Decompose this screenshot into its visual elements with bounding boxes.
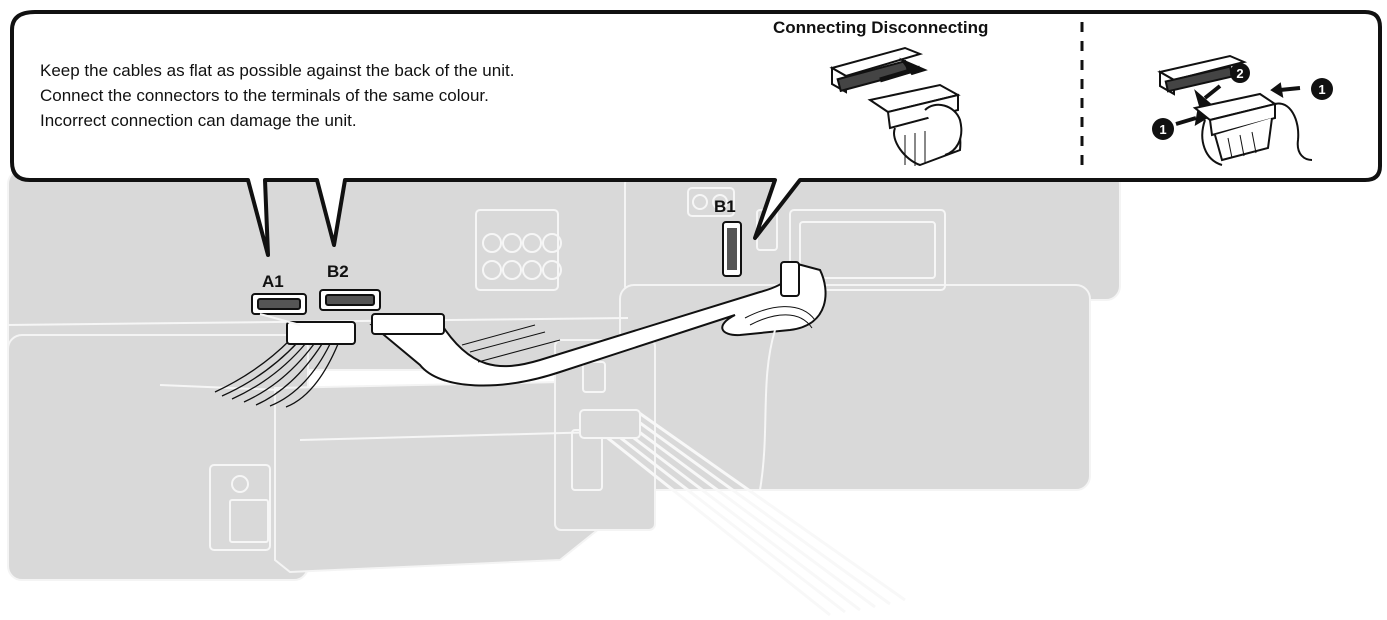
callout-bubble xyxy=(10,10,1382,257)
step-marker-1-right xyxy=(1311,78,1333,100)
connecting-disconnecting-heading: Connecting Disconnecting xyxy=(773,18,989,37)
label-a1: A1 xyxy=(262,272,284,291)
instruction-line-3: Incorrect connection can damage the unit… xyxy=(40,111,357,130)
upper-right-unit xyxy=(624,169,1121,301)
a1-plug xyxy=(286,321,356,345)
label-b1: B1 xyxy=(714,197,736,216)
a1-loose-wires xyxy=(214,339,339,408)
step-marker-2-text: 2 xyxy=(1236,66,1243,81)
instruction-line-2: Connect the connectors to the terminals … xyxy=(40,86,489,105)
stereo-unit-illustration xyxy=(7,169,1121,581)
instruction-line-1: Keep the cables as flat as possible agai… xyxy=(40,61,515,80)
step-marker-2 xyxy=(1230,63,1250,83)
connecting-sketch xyxy=(829,46,963,167)
step-marker-1-right-text: 1 xyxy=(1318,82,1325,97)
lower-left-unit xyxy=(7,334,309,581)
b2-plug xyxy=(371,313,445,335)
label-b2: B2 xyxy=(327,262,349,281)
disconnecting-sketch xyxy=(1157,54,1313,166)
step-marker-1-left-text: 1 xyxy=(1159,122,1166,137)
b1-plug xyxy=(780,261,800,297)
step-markers: 2 1 1 xyxy=(1152,63,1333,140)
step-marker-1-left xyxy=(1152,118,1174,140)
speaker-wires xyxy=(584,408,906,617)
b2-socket xyxy=(319,289,381,311)
ribbon-cable xyxy=(369,261,827,387)
a1-socket xyxy=(251,293,307,326)
